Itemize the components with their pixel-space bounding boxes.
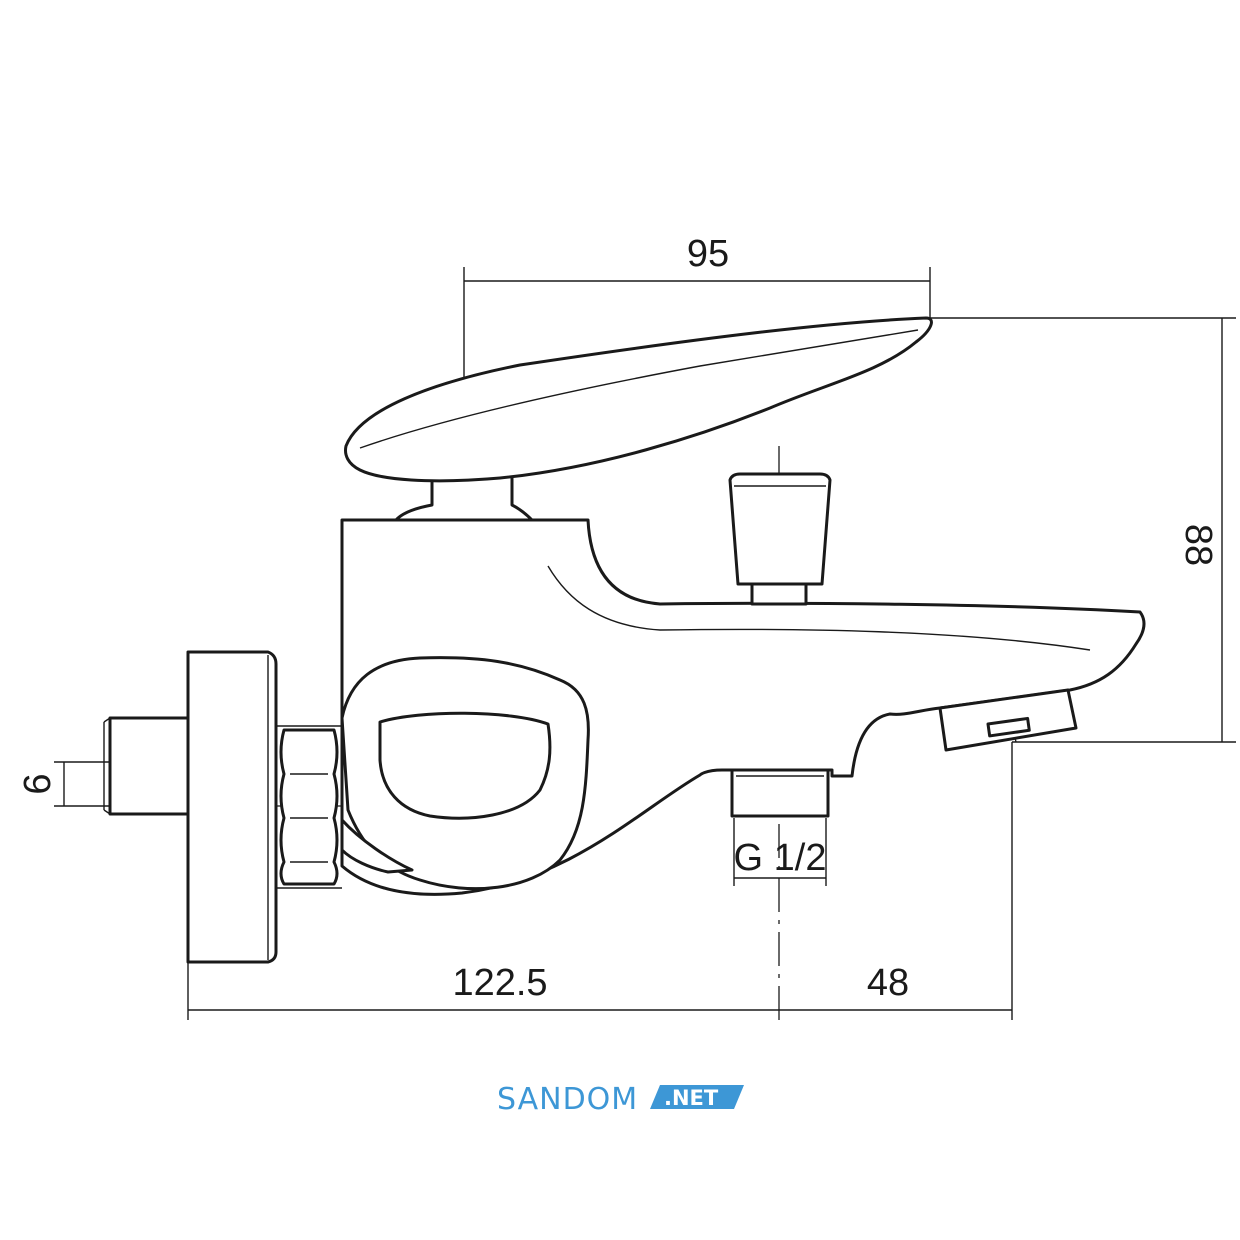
brand-name: SANDOM xyxy=(497,1082,638,1117)
outlet-thread xyxy=(730,768,830,818)
dimension-lines xyxy=(54,267,1236,1020)
dimension-thread-size: G 1/2 xyxy=(734,837,827,879)
brand-tld: .NET xyxy=(664,1086,719,1110)
dimension-thread-offset: 9 xyxy=(15,773,57,794)
dimension-total-height: 88 xyxy=(1177,524,1219,566)
dimension-outlet-to-spout: 48 xyxy=(867,962,909,1004)
dimension-wall-to-outlet: 122.5 xyxy=(452,962,547,1004)
lever-handle xyxy=(344,316,933,522)
cartridge-recess xyxy=(340,656,590,891)
spout-aerator xyxy=(938,688,1078,752)
brand-tld-badge xyxy=(650,1085,744,1109)
dimension-handle-length: 95 xyxy=(687,233,729,275)
hex-nut xyxy=(276,725,342,889)
wall-flange xyxy=(186,650,278,964)
inlet-pipe xyxy=(103,716,190,816)
diverter-knob xyxy=(728,472,832,606)
brand-logo: SANDOM .NET xyxy=(497,1082,744,1117)
